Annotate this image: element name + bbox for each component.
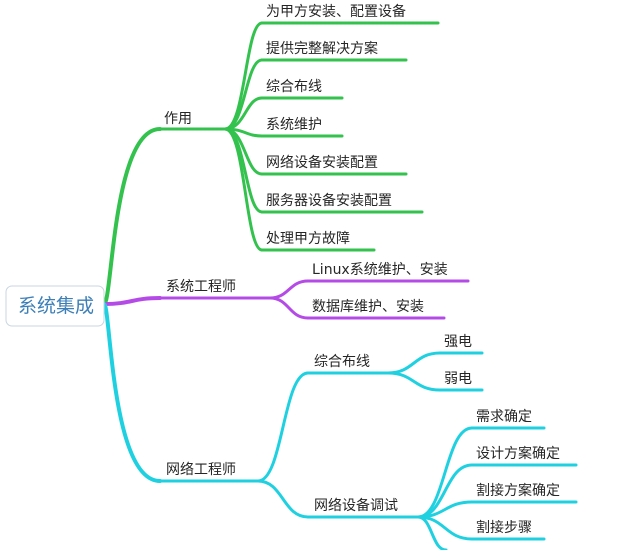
- neteng-cabling-label: 综合布线: [314, 354, 370, 370]
- edge-role-child: [223, 127, 264, 252]
- role-child-label: 系统维护: [266, 117, 322, 133]
- edge-role-child: [223, 58, 264, 131]
- edge-cabling-child: [386, 371, 442, 392]
- root-node-box: [5, 285, 105, 327]
- nodes-layer: 系统集成作用为甲方安装、配置设备提供完整解决方案综合布线系统维护网络设备安装配置…: [5, 3, 560, 536]
- edge-sysadmin-child: [268, 296, 310, 320]
- neteng-netdevice-label: 网络设备调试: [314, 497, 398, 514]
- edge-neteng-to-cabling: [256, 371, 310, 483]
- role-child-label: 为甲方安装、配置设备: [266, 3, 406, 20]
- edge-root-to-branch-sysadmin: [102, 296, 162, 306]
- netdevice-child-label: 设计方案确定: [476, 445, 560, 462]
- role-child-label: 服务器设备安装配置: [266, 192, 392, 209]
- cabling-child-label: 强电: [444, 334, 472, 350]
- edge-neteng-to-netdevice: [256, 479, 310, 519]
- role-child-label: 处理甲方故障: [266, 231, 350, 247]
- edge-root-to-branch-neteng: [102, 302, 162, 483]
- edge-root-to-branch-role: [102, 127, 162, 306]
- netdevice-child-label: 割接步骤: [476, 519, 532, 536]
- role-child-label: 网络设备安装配置: [266, 154, 378, 171]
- branch-sysadmin-label: 系统工程师: [166, 279, 236, 295]
- edge-cabling-child: [386, 351, 442, 375]
- netdevice-child-label: 割接方案确定: [476, 482, 560, 499]
- branch-role-label: 作用: [164, 111, 192, 127]
- edges-layer: [102, 21, 578, 550]
- root-node[interactable]: 系统集成: [5, 285, 105, 327]
- netdevice-child-label: 需求确定: [476, 409, 532, 425]
- root-node-label: 系统集成: [18, 295, 94, 317]
- role-child-label: 提供完整解决方案: [266, 40, 378, 57]
- cabling-child-label: 弱电: [444, 371, 472, 387]
- sysadmin-child-label: Linux系统维护、安装: [312, 262, 448, 278]
- edge-sysadmin-child: [268, 279, 310, 300]
- sysadmin-child-label: 数据库维护、安装: [312, 299, 424, 315]
- branch-neteng-label: 网络工程师: [166, 462, 236, 478]
- role-child-label: 综合布线: [266, 79, 322, 95]
- edge-netdevice-offscreen: [416, 515, 448, 550]
- edge-netdevice-child: [416, 515, 474, 541]
